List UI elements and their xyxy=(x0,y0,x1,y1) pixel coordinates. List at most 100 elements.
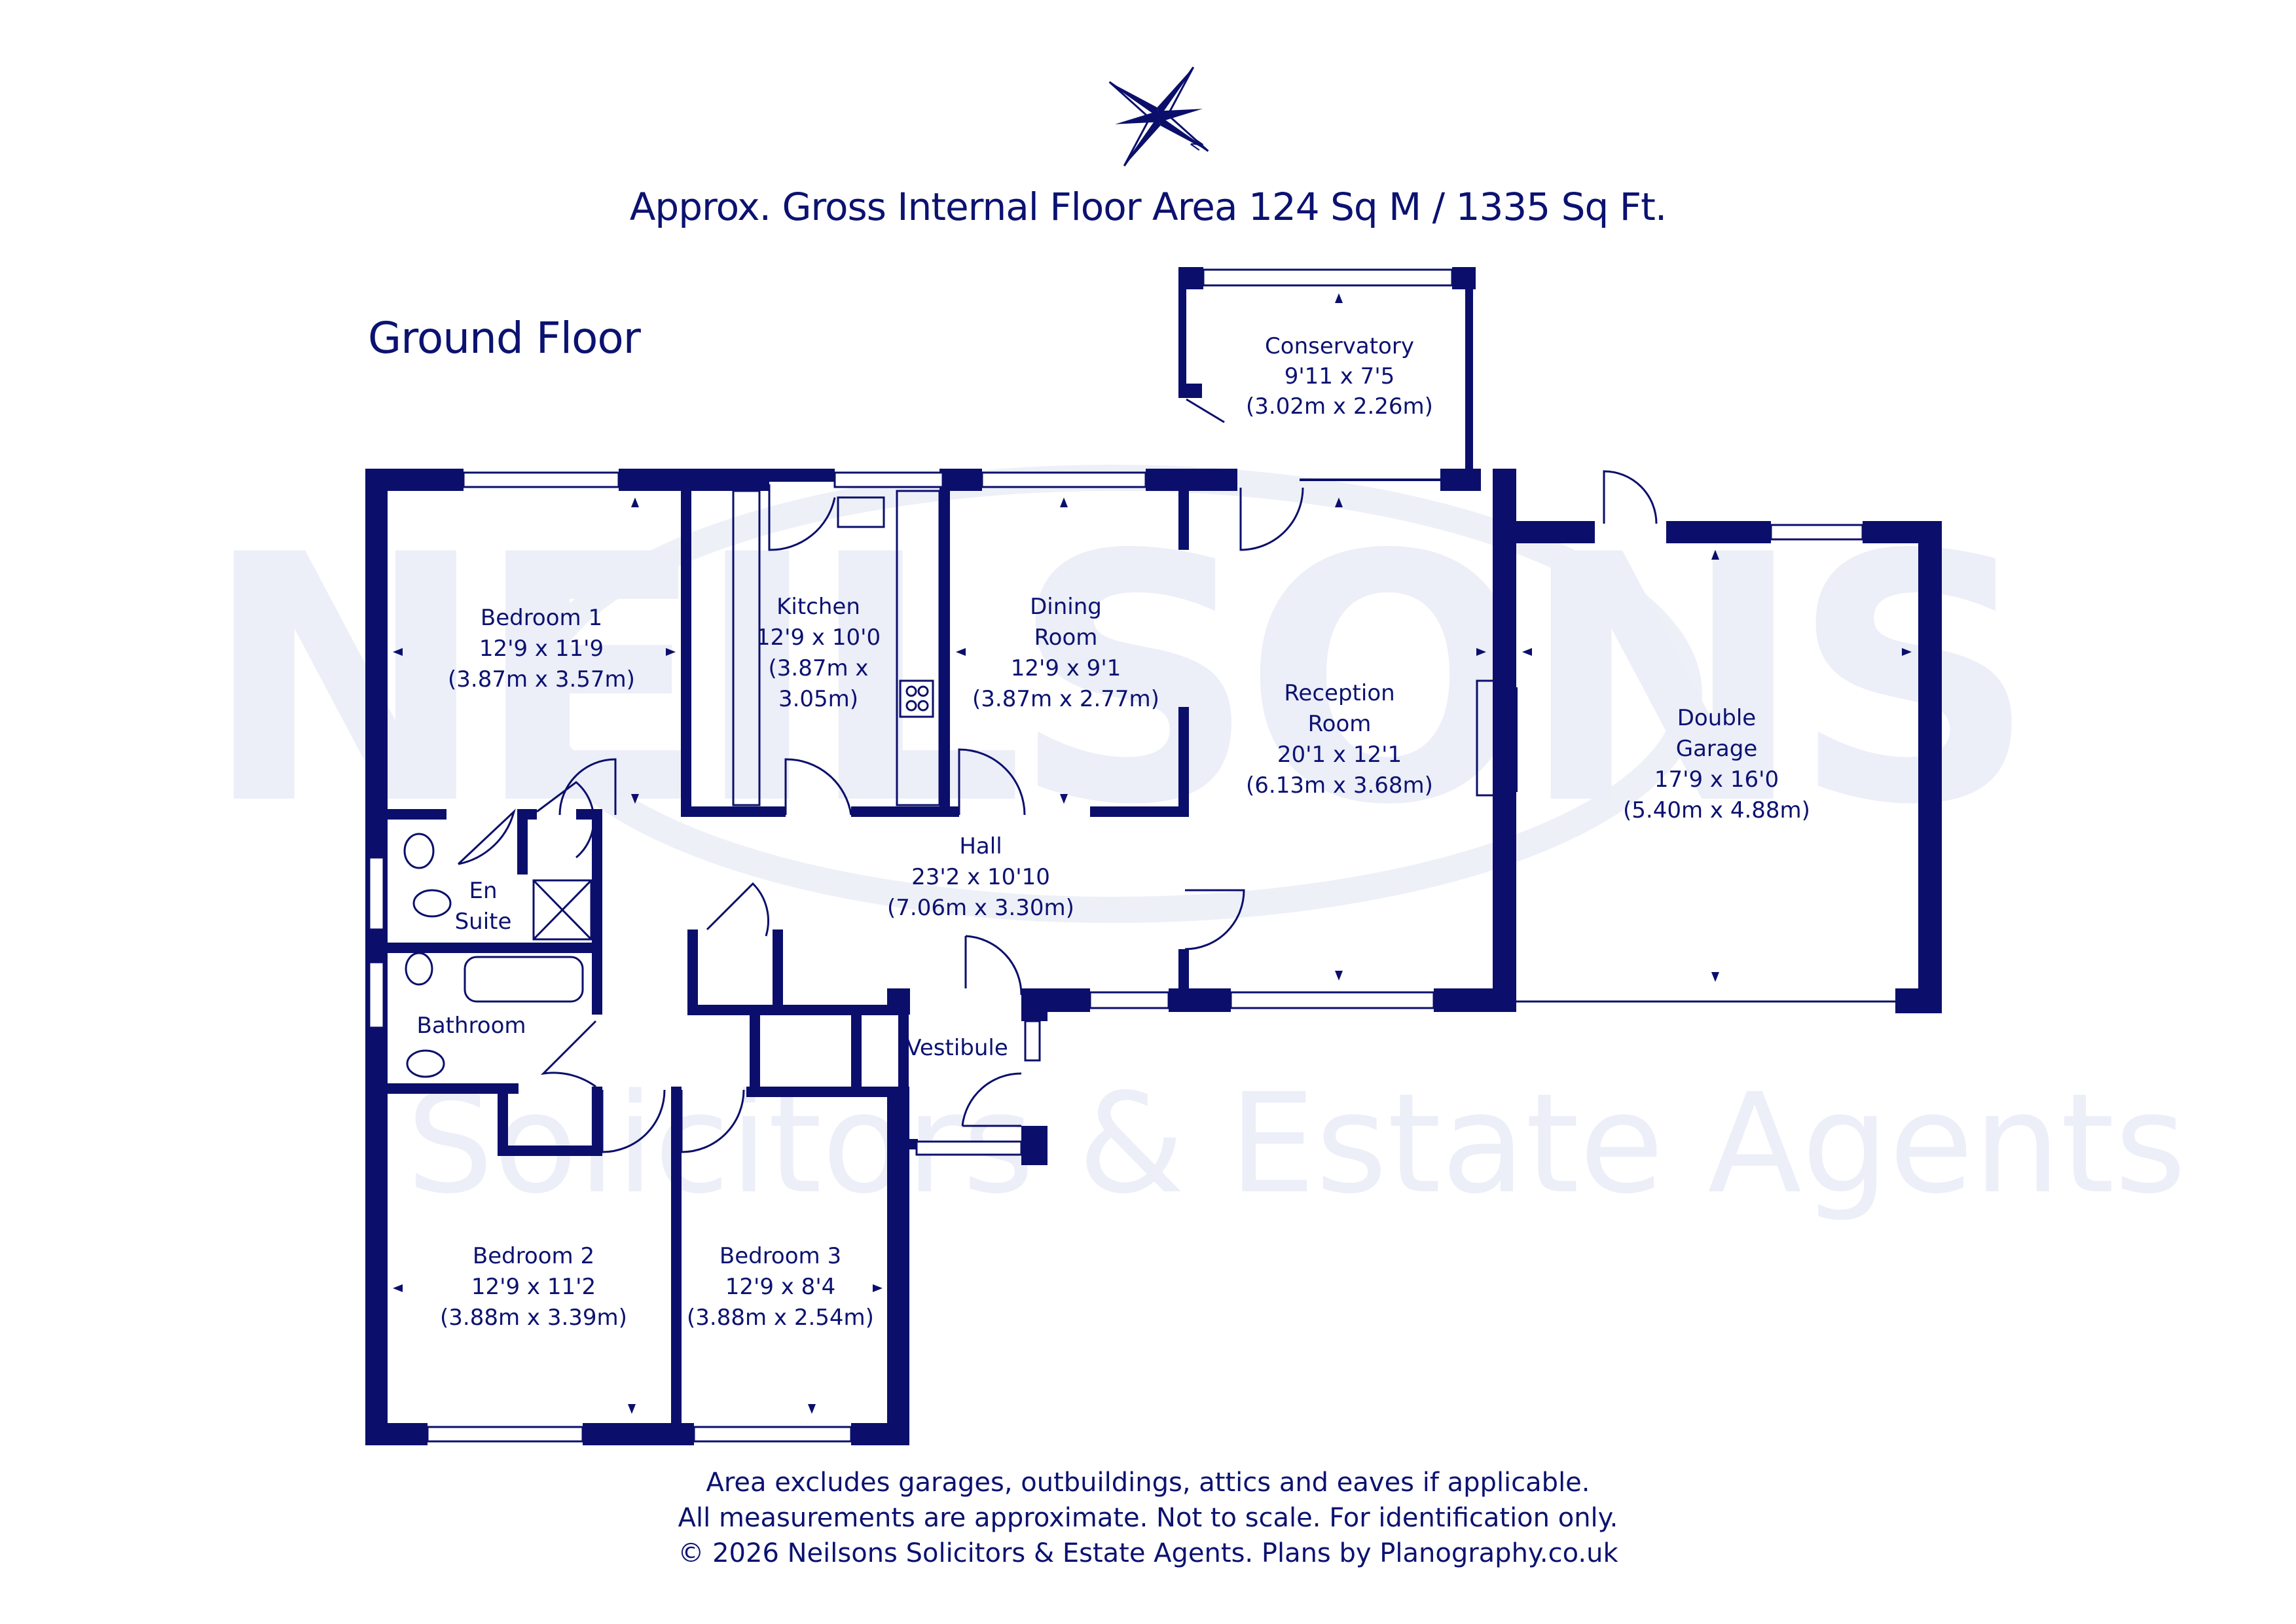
reception-metric: (6.13m x 3.68m) xyxy=(1246,772,1433,799)
wall-bed1-south-a xyxy=(388,809,446,820)
wall-north-kitchen-a xyxy=(769,469,835,482)
kitchen-counter-left xyxy=(732,490,761,806)
wall-south-reception-b xyxy=(1434,988,1516,1012)
windows xyxy=(368,268,1864,1443)
wall-vestibule-se xyxy=(1021,1126,1048,1165)
wall-ensuite-inner xyxy=(517,809,528,875)
bedroom2-imperial: 12'9 x 11'2 xyxy=(471,1274,596,1300)
bedroom3-name: Bedroom 3 xyxy=(720,1243,841,1269)
door-bathroom xyxy=(540,1020,597,1088)
kitchen-imperial: 12'9 x 10'0 xyxy=(756,624,881,651)
footer-line-1: Area excludes garages, outbuildings, att… xyxy=(706,1468,1590,1498)
dimension-arrows xyxy=(393,293,1912,1414)
door-dining xyxy=(958,748,1026,816)
wall-cupboard-f xyxy=(851,1015,862,1097)
shower xyxy=(532,879,592,941)
door-ensuite xyxy=(457,808,516,865)
kitchen-counter-right xyxy=(896,490,941,806)
wall-dining-south-b xyxy=(1090,806,1188,817)
window-kitchen xyxy=(833,471,944,488)
door-reception-n xyxy=(1239,487,1304,551)
hall-name: Hall xyxy=(959,833,1002,859)
door-kitchen xyxy=(784,758,852,816)
wall-garage-south-corner xyxy=(1895,988,1942,1013)
bath xyxy=(464,956,584,1003)
garage-name-a: Double xyxy=(1677,705,1756,731)
door-bed1 xyxy=(558,758,617,816)
wall-bathroom-south-c xyxy=(498,1146,602,1156)
door-conservatory xyxy=(1186,398,1225,424)
door-ensuite-b xyxy=(536,781,595,859)
ensuite-name-b: Suite xyxy=(455,909,512,935)
conservatory-metric: (3.02m x 2.26m) xyxy=(1246,393,1433,420)
door-kitchen-n xyxy=(768,484,836,551)
watermark-subtitle: Solicitors & Estate Agents xyxy=(407,1064,2187,1224)
doors xyxy=(457,398,1658,1153)
walls xyxy=(365,267,1942,1445)
dining-name-b: Room xyxy=(1034,624,1098,651)
wall-kitchen-south-b xyxy=(851,806,949,817)
arrow xyxy=(1335,971,1343,981)
bedroom3-metric: (3.88m x 2.54m) xyxy=(687,1305,874,1331)
arrow xyxy=(631,794,639,804)
arrow xyxy=(1335,497,1343,507)
wall-dining-reception xyxy=(1178,491,1189,550)
arrow xyxy=(393,648,403,656)
arrow xyxy=(666,648,676,656)
wall-bathroom-east xyxy=(592,943,602,1015)
window-vestibule xyxy=(1024,1020,1041,1062)
wall-bed2-bed3 xyxy=(671,1087,682,1445)
wall-north-dining xyxy=(1146,469,1237,491)
vestibule-name: Vestibule xyxy=(906,1035,1008,1061)
arrow xyxy=(628,1404,636,1414)
bathroom-name: Bathroom xyxy=(417,1013,526,1039)
fireplace-hearth xyxy=(1494,687,1518,792)
wall-cupboard-b xyxy=(687,1005,903,1015)
window-hall-s xyxy=(1089,991,1170,1009)
wall-vestibule-east xyxy=(1021,988,1048,1021)
wall-bathroom-south-a xyxy=(388,1083,519,1094)
wall-vestibule-s xyxy=(898,1139,918,1149)
window-bed2 xyxy=(426,1426,584,1443)
kitchen-hob xyxy=(899,679,934,718)
fixtures xyxy=(403,490,1495,1078)
window-ensuite xyxy=(368,856,385,931)
kitchen-metric-b: 3.05m) xyxy=(778,686,858,712)
wall-west xyxy=(365,469,388,1445)
bedroom3-imperial: 12'9 x 8'4 xyxy=(725,1274,836,1300)
ensuite-name-a: En xyxy=(469,878,497,904)
hob-ring-2 xyxy=(917,685,929,697)
wall-conservatory-e xyxy=(1465,267,1473,469)
wall-south-bed3 xyxy=(851,1423,909,1445)
door-front xyxy=(961,1072,1022,1127)
reception-name-a: Reception xyxy=(1284,680,1394,706)
window-garage xyxy=(1770,524,1864,541)
room-labels: Conservatory 9'11 x 7'5 (3.02m x 2.26m) … xyxy=(417,333,1810,1331)
window-dining xyxy=(981,471,1147,488)
door-bed2 xyxy=(601,1089,666,1153)
wall-vestibule-w2 xyxy=(898,988,909,1159)
dining-metric: (3.87m x 2.77m) xyxy=(972,686,1159,712)
hob-ring-1 xyxy=(905,685,917,697)
arrow xyxy=(1522,648,1532,656)
bedroom1-name: Bedroom 1 xyxy=(481,605,602,631)
arrow xyxy=(1711,972,1719,982)
bedroom2-metric: (3.88m x 3.39m) xyxy=(440,1305,627,1331)
wc-bathroom xyxy=(406,1049,445,1078)
wall-garage-north-b xyxy=(1666,521,1771,543)
footer-line-2: All measurements are approximate. Not to… xyxy=(678,1503,1618,1533)
bedroom1-metric: (3.87m x 3.57m) xyxy=(448,666,635,693)
kitchen-name: Kitchen xyxy=(776,594,860,620)
arrow xyxy=(956,648,966,656)
wall-south-reception-a xyxy=(1169,988,1231,1012)
window-bathroom xyxy=(368,961,385,1029)
wall-garage-east xyxy=(1918,521,1942,1013)
wall-cupboard-e xyxy=(750,1015,760,1097)
wall-north-bed1-b xyxy=(619,469,769,491)
wall-south-bed2-b xyxy=(583,1423,694,1445)
wall-hall-reception xyxy=(1178,949,1189,1012)
window-vestibule-s xyxy=(915,1140,1023,1156)
wall-dining-reception-b xyxy=(1178,707,1189,817)
wall-dining-south-a xyxy=(939,806,959,817)
